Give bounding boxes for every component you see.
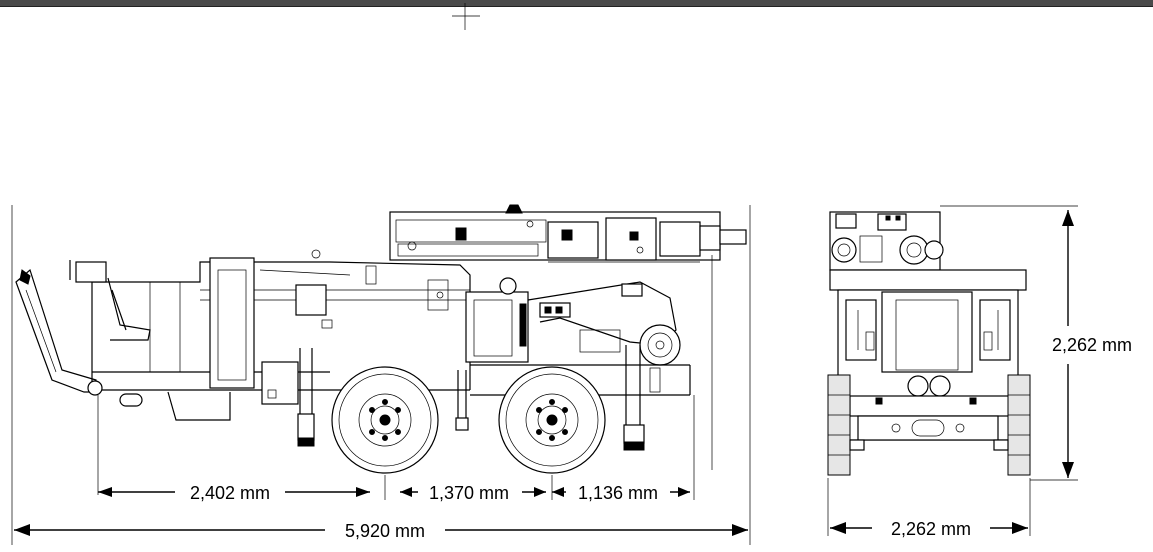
overall-length-label: 5,920 mm [345, 521, 425, 541]
rear-outrigger [455, 345, 645, 451]
top-border-bar [0, 0, 1153, 7]
registration-mark [452, 3, 480, 30]
front-wheel [331, 366, 439, 474]
front-outrigger [15, 268, 143, 407]
side-view: 2,402 mm 1,370 mm 1,136 mm 5,920 mm [11, 204, 751, 545]
rear-overhang-label: 1,136 mm [578, 483, 658, 503]
lower-chassis [167, 348, 315, 447]
boom-assembly [389, 204, 747, 263]
front-view [827, 211, 1031, 476]
rear-wheel [498, 366, 606, 474]
chassis-frame [91, 249, 471, 391]
front-extension-lines [827, 205, 1078, 536]
front-dimension-lines [830, 210, 1074, 534]
operator-seat [69, 260, 151, 341]
front-overhang-label: 2,402 mm [190, 483, 270, 503]
width-label: 2,262 mm [891, 519, 971, 539]
side-dimension-lines [14, 487, 748, 536]
wheelbase-label: 1,370 mm [429, 483, 509, 503]
mast-support [465, 277, 691, 396]
height-label: 2,262 mm [1052, 335, 1132, 355]
side-extension-lines [11, 205, 751, 545]
